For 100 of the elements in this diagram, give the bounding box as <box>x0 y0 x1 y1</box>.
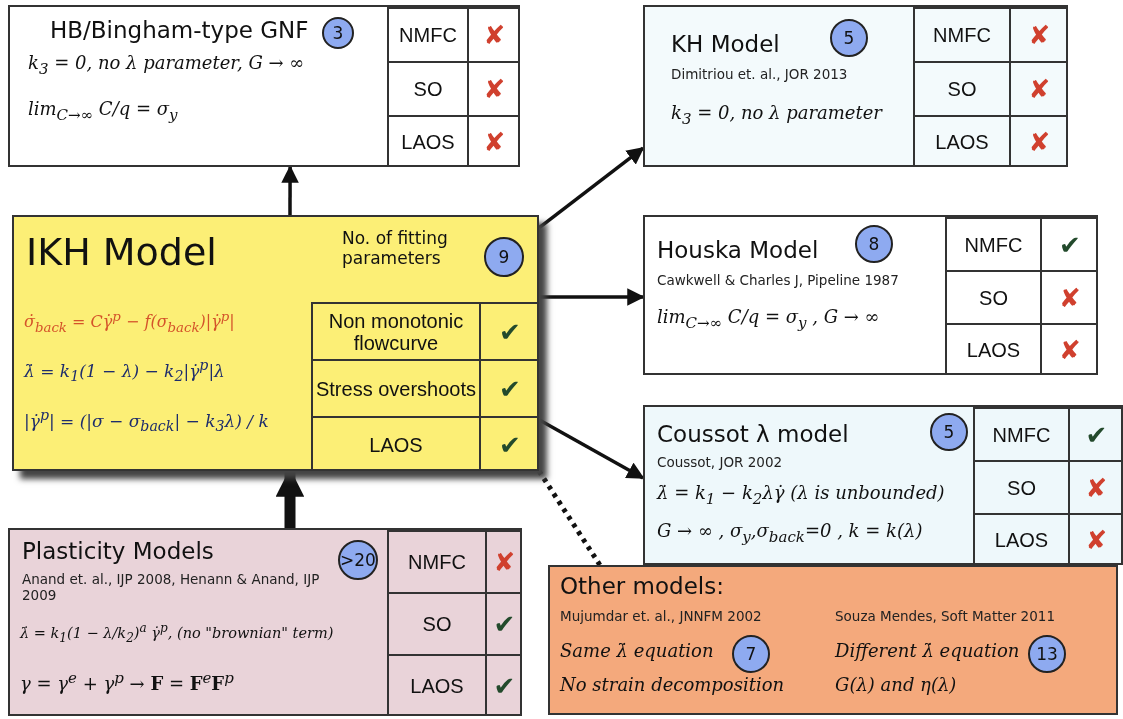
criterion-row <box>913 7 1068 61</box>
criterion-row <box>913 61 1068 115</box>
criterion-row <box>973 460 1123 513</box>
criterion-label: LAOS <box>410 675 464 697</box>
cross-mark: ✘ <box>483 129 506 155</box>
cross-mark: ✘ <box>1028 76 1051 102</box>
citation: Anand et. al., IJP 2008, Henann & Anand, IJP 2009 <box>22 572 321 604</box>
model-title: Houska Model <box>657 237 819 264</box>
criterion-row <box>387 61 520 115</box>
equation: G(λ) and η(λ) <box>835 675 957 696</box>
model-card <box>643 215 1098 375</box>
cross-mark: ✘ <box>1028 129 1051 155</box>
check-mark: ✔ <box>499 375 521 402</box>
check-mark: ✔ <box>1085 421 1108 448</box>
check-mark: ✔ <box>493 673 516 699</box>
criterion-row <box>973 407 1123 460</box>
cross-mark: ✘ <box>1028 22 1051 48</box>
criterion-row <box>945 270 1098 323</box>
count-badge: 5 <box>830 19 868 57</box>
criterion-label: NMFC <box>964 233 1023 256</box>
parameter-count-label: No. of fitting parameters <box>342 229 449 269</box>
criterion-label: Non monotonic flowcurve <box>327 309 465 354</box>
equation: λ̇ = k$_{1}$(1 − λ/k$_{2}$)$^{a}$ γ̇$^{p}$, (no "brownian" term) <box>20 622 334 646</box>
criterion-label: LAOS <box>966 339 1021 361</box>
criterion-label: SO <box>947 78 977 100</box>
equation: |γ̇$^{p}$| = (|σ − σ$_{back}$| − k$_{3}$λ) / k <box>24 407 269 435</box>
equation: Same λ̇ equation <box>560 641 714 662</box>
cross-mark: ✘ <box>483 76 506 102</box>
criterion-row <box>387 530 522 592</box>
arrow <box>539 288 645 306</box>
model-title: Coussot λ model <box>657 421 849 448</box>
equation: lim$_{C→∞}$ C/q = σ$_{y}$ <box>28 99 178 124</box>
criterion-row <box>387 592 522 654</box>
model-title: Plasticity Models <box>22 538 214 565</box>
cross-mark: ✘ <box>483 22 506 48</box>
citation: Souza Mendes, Soft Matter 2011 <box>835 609 1055 625</box>
criterion-label: NMFC <box>992 423 1051 446</box>
equation: λ̇ = k$_{1}$(1 − λ) − k$_{2}$|γ̇$^{p}$|λ <box>24 357 225 385</box>
count-badge: 13 <box>1028 635 1066 673</box>
equation: γ = γ$^{e}$ + γ$^{p}$ → F = F$^{e}$F$^{p}$ <box>20 670 234 695</box>
equation: k$_{3}$ = 0, no λ parameter <box>671 103 882 128</box>
criterion-label: NMFC <box>408 551 466 573</box>
arrow <box>281 165 299 215</box>
cross-mark: ✘ <box>1059 284 1081 311</box>
citation: Cawkwell & Charles J, Pipeline 1987 <box>657 273 899 289</box>
criterion-label: NMFC <box>399 24 457 46</box>
model-title: HB/Bingham-type GNF <box>50 17 309 44</box>
cross-mark: ✘ <box>1085 474 1108 501</box>
citation: Mujumdar et. al., JNNFM 2002 <box>560 609 762 625</box>
cross-mark: ✘ <box>1059 337 1081 363</box>
criterion-label: SO <box>422 613 452 635</box>
equation: G → ∞ , σ$_{y}$,σ$_{back}$=0 , k = k(λ) <box>657 521 923 546</box>
criterion-label: LAOS <box>935 131 989 153</box>
criterion-label: SO <box>1007 476 1036 499</box>
cross-mark: ✘ <box>493 549 516 575</box>
model-card <box>8 5 520 167</box>
criterion-label: LAOS <box>994 529 1049 551</box>
criterion-row <box>387 654 522 716</box>
cross-mark: ✘ <box>1085 527 1108 553</box>
model-title: KH Model <box>671 31 780 58</box>
criterion-label: NMFC <box>933 24 991 46</box>
model-card <box>643 405 1123 565</box>
criterion-row <box>311 416 539 471</box>
criterion-label: LAOS <box>401 131 455 153</box>
check-mark: ✔ <box>499 318 521 345</box>
criterion-row <box>311 359 539 416</box>
model-card <box>8 528 522 716</box>
criterion-row <box>387 115 520 167</box>
model-title: IKH Model <box>26 231 217 275</box>
equation: lim$_{C→∞}$ C/q = σ$_{y}$ , G → ∞ <box>657 307 880 332</box>
equation: Different λ̇ equation <box>835 641 1020 662</box>
arrow <box>538 418 645 480</box>
criterion-label: SO <box>413 78 443 100</box>
count-badge: >20 <box>338 540 378 580</box>
count-badge: 8 <box>855 225 893 263</box>
count-badge: 5 <box>930 413 968 451</box>
citation: Coussot, JOR 2002 <box>657 455 783 471</box>
criterion-label: LAOS <box>369 433 423 456</box>
check-mark: ✔ <box>499 431 521 458</box>
check-mark: ✔ <box>493 611 516 637</box>
criterion-row <box>945 323 1098 375</box>
criterion-row <box>945 217 1098 270</box>
criterion-label: SO <box>979 286 1008 309</box>
criterion-label: Stress overshoots <box>315 377 477 400</box>
model-card <box>548 565 1118 715</box>
count-badge: 9 <box>484 237 524 277</box>
criterion-row <box>311 302 539 359</box>
criterion-row <box>913 115 1068 167</box>
check-mark: ✔ <box>1059 231 1081 258</box>
equation: λ̇ = k$_{1}$ − k$_{2}$λγ̇ (λ is unbounded) <box>657 483 945 508</box>
equation: k$_{3}$ = 0, no λ parameter, G → ∞ <box>28 53 305 78</box>
equation: σ̇$_{back}$ = Cγ̇$^{p}$ − f(σ$_{back}$)|γ̇$^{p}$| <box>24 309 235 335</box>
count-badge: 7 <box>732 635 770 673</box>
model-title: Other models: <box>560 573 724 600</box>
citation: Dimitriou et. al., JOR 2013 <box>671 67 848 83</box>
count-badge: 3 <box>322 17 354 49</box>
criterion-row <box>387 7 520 61</box>
dotted-line <box>536 469 602 567</box>
model-card <box>643 5 1068 167</box>
equation: No strain decomposition <box>560 675 785 696</box>
